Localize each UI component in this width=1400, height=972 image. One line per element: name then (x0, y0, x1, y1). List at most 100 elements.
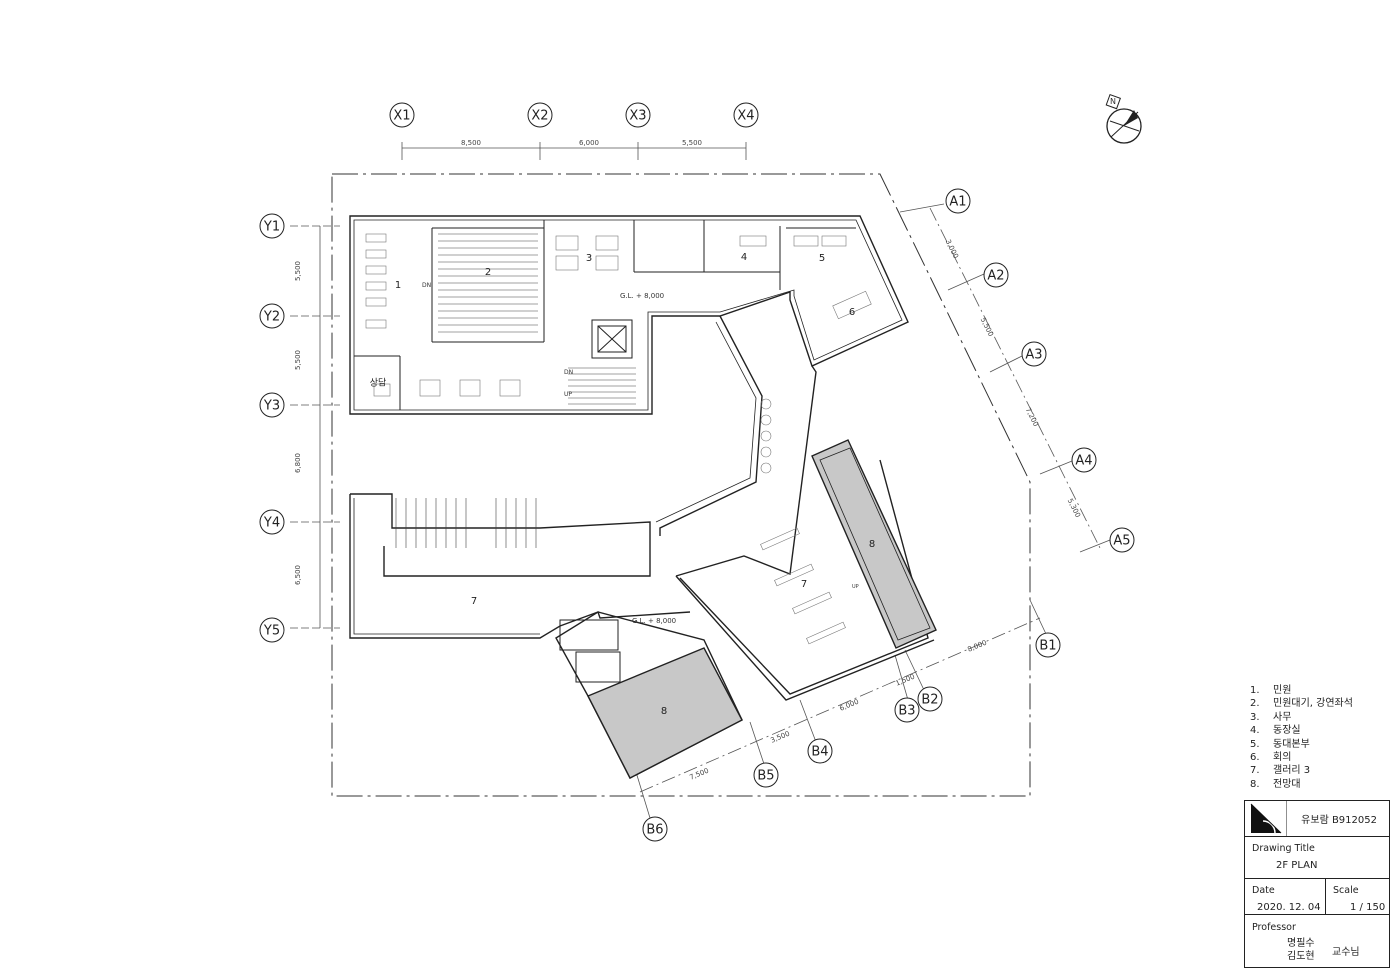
room-4-label: 4 (741, 252, 747, 263)
counsel-room-label: 상담 (370, 377, 387, 389)
bubble-y3: Y3 (259, 392, 285, 418)
professor-label: Professor (1252, 922, 1296, 933)
dim-b1-b2: 8,000 (966, 639, 988, 654)
title-block: 유보람 B912052 Drawing Title 2F PLAN Date 2… (1244, 800, 1390, 968)
dim-b4-b5: 3,500 (769, 730, 791, 745)
level-mark-south: G.L. + 8,000 (632, 617, 676, 625)
dim-a4-a5: 5,300 (1066, 497, 1082, 518)
professor-title: 교수님 (1332, 947, 1360, 958)
dim-x2-x3: 6,000 (579, 139, 599, 147)
dim-a3-a4: 7,200 (1024, 406, 1040, 427)
legend-item: 1.민원 (1250, 685, 1292, 696)
professor-names: 명필수 김도현 (1287, 937, 1315, 963)
stair-dn-main: DN (422, 282, 431, 289)
professor-name: 명필수 (1287, 938, 1315, 949)
north-arrow: N (1105, 93, 1142, 144)
svg-text:X3: X3 (629, 109, 646, 124)
stair-up-small: UP (564, 391, 572, 398)
stair-main (438, 233, 538, 333)
dim-x1-x2: 8,500 (461, 139, 481, 147)
title-block-header: 유보람 B912052 (1245, 801, 1389, 837)
dim-b3-b4: 6,000 (838, 698, 860, 713)
bubble-b3: B3 (894, 697, 920, 723)
legend-item: 2.민원대기, 강연좌석 (1250, 698, 1353, 710)
bubble-a3: A3 (1021, 341, 1047, 367)
svg-text:B3: B3 (898, 704, 915, 719)
legend-item: 6.회의 (1250, 752, 1292, 764)
drawing-title: 2F PLAN (1276, 860, 1318, 871)
drawing-title-row: Drawing Title 2F PLAN (1245, 837, 1389, 879)
svg-text:A1: A1 (949, 195, 966, 210)
bubble-x2: X2 (527, 102, 553, 128)
bubble-a5: A5 (1109, 527, 1135, 553)
bubble-a4: A4 (1071, 447, 1097, 473)
furniture (365, 233, 872, 645)
svg-text:A3: A3 (1025, 348, 1042, 363)
svg-text:B5: B5 (757, 769, 774, 784)
bubble-x3: X3 (625, 102, 651, 128)
date-label: Date (1252, 885, 1275, 896)
bubble-y2: Y2 (259, 303, 285, 329)
scale-value: 1 / 150 (1350, 902, 1386, 913)
stair-dn-small: DN (564, 369, 573, 376)
bubble-b5: B5 (753, 762, 779, 788)
date-scale-row: Date 2020. 12. 04 Scale 1 / 150 (1245, 879, 1389, 915)
building-walls (349, 215, 937, 779)
dim-a1-a2: 3,000 (944, 238, 960, 259)
svg-text:B2: B2 (921, 693, 938, 708)
svg-text:B1: B1 (1039, 639, 1056, 654)
scale-cell: Scale 1 / 150 (1325, 879, 1392, 914)
drawing-title-label: Drawing Title (1252, 843, 1315, 854)
bubble-y4: Y4 (259, 509, 285, 535)
svg-text:A2: A2 (987, 269, 1004, 284)
legend-item: 5.동대본부 (1250, 738, 1310, 750)
bubble-b6: B6 (642, 816, 668, 842)
svg-text:B4: B4 (811, 745, 828, 760)
legend-item: 4.동장실 (1250, 725, 1301, 737)
svg-text:Y4: Y4 (263, 516, 280, 531)
dim-y1-y2: 5,500 (294, 261, 302, 281)
svg-text:Y5: Y5 (263, 624, 280, 639)
bubble-b2: B2 (917, 686, 943, 712)
dim-y4-y5: 6,500 (294, 565, 302, 585)
grid-bubbles: X1 X2 X3 X4 Y1 Y2 Y3 Y4 Y5 A1 A2 A3 A4 A… (259, 102, 1135, 842)
room-legend: 1.민원 2.민원대기, 강연좌석 3.사무 4.동장실 5.동대본부 6.회의… (1250, 684, 1390, 791)
grid-lines (290, 142, 1111, 819)
north-label: N (1110, 97, 1116, 106)
site-boundary (331, 173, 1031, 797)
room-8-east-label: 8 (869, 539, 875, 550)
room-7-east-label: 7 (801, 579, 807, 590)
room-6-label: 6 (849, 307, 855, 318)
bubble-a2: A2 (983, 262, 1009, 288)
legend-item: 7.갤러리 3 (1250, 765, 1311, 777)
room-2-label: 2 (485, 267, 491, 278)
room-1-label: 1 (395, 280, 401, 291)
room-labels: 1 2 3 4 5 6 7 7 8 8 상담 (370, 252, 875, 717)
stair-small (568, 367, 636, 405)
bubble-y1: Y1 (259, 213, 285, 239)
level-mark-north: G.L. + 8,000 (620, 292, 664, 300)
stair-gallery (395, 498, 537, 548)
svg-text:Y2: Y2 (263, 310, 280, 325)
legend-item: 3.사무 (1250, 711, 1292, 723)
interior-partitions (354, 220, 856, 683)
svg-text:X2: X2 (531, 109, 548, 124)
dim-y2-y3: 5,500 (294, 350, 302, 370)
svg-text:Y3: Y3 (263, 399, 280, 414)
dim-x3-x4: 5,500 (682, 139, 702, 147)
dim-a2-a3: 5,500 (979, 316, 995, 337)
svg-text:B6: B6 (646, 823, 663, 838)
dim-b2-b3: 1,500 (894, 673, 916, 688)
logo-icon (1250, 801, 1287, 836)
bubble-a1: A1 (945, 188, 971, 214)
svg-text:A5: A5 (1113, 534, 1130, 549)
svg-text:X4: X4 (737, 109, 754, 124)
room-5-label: 5 (819, 253, 825, 264)
svg-text:X1: X1 (393, 109, 410, 124)
scale-label: Scale (1333, 885, 1359, 896)
svg-text:Y1: Y1 (263, 220, 280, 235)
author-name: 유보람 B912052 (1301, 815, 1377, 826)
bubble-b1: B1 (1035, 632, 1061, 658)
dim-y3-y4: 6,800 (294, 453, 302, 473)
